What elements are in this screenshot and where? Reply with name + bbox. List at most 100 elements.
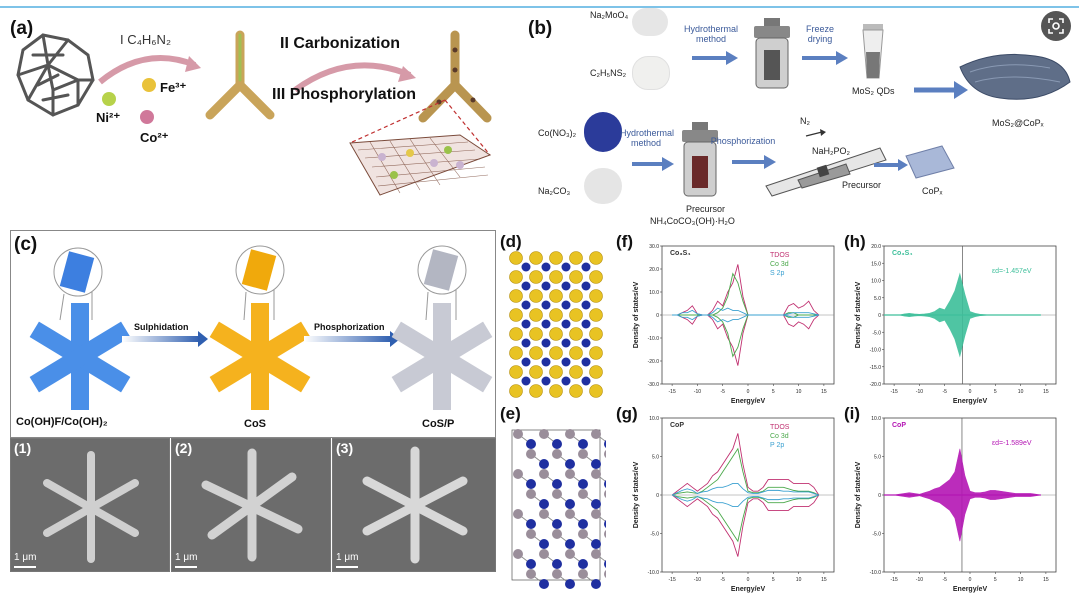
sulfur-atom [529,289,543,303]
x-tick-label: 0 [969,577,972,583]
arrow-b2-icon [802,51,848,65]
expand-icon [1048,18,1064,34]
cobalt-atom [561,300,571,310]
cobalt-atom [552,479,562,489]
hydrothermal-text-1: Hydrothermal method [683,24,739,44]
star-cosp-icon [391,245,493,410]
phosphorus-atom [526,529,536,539]
y-tick-label: 20.0 [649,267,659,273]
y-axis-label: Density of states/eV [855,461,862,528]
sulfur-atom [509,327,523,341]
x-tick-label: -15 [891,389,898,395]
cobalt-atom [541,281,551,291]
sulfur-atom [569,308,583,322]
cobalt-atom [591,539,601,549]
phosphorus-atom [539,509,549,519]
phosphorization-text-b: Phosphorization [710,136,776,146]
panel-e-label: (e) [500,404,521,423]
cop-cloth-icon [905,145,955,179]
sem-image-1 [10,438,170,572]
y-tick-label: 30.0 [649,244,659,250]
reagent-cono3: Co(NO₃)₂ [538,128,577,138]
x-tick-label: -5 [942,577,947,583]
sem-image-3 [332,438,496,572]
x-tick-label: 5 [772,389,775,395]
x-tick-label: -15 [669,389,676,395]
sulfur-atom [589,270,603,284]
x-tick-label: -10 [916,389,923,395]
panel-h-label: (h) [844,232,866,251]
x-tick-label: 15 [1043,389,1049,395]
tripod-product-icon [418,30,492,123]
panel-a-label: (a) [10,18,34,39]
x-tick-label: -15 [669,577,676,583]
cobalt-atom [591,499,601,509]
phosphorus-atom [539,429,549,439]
chart-f-legend-co3d: Co 3d [770,261,789,268]
sulfur-atom [549,289,563,303]
phosphorus-atom [591,429,601,439]
sulfur-atom [509,365,523,379]
chart-f-legend-s2p: S 2p [770,270,785,277]
sulfur-atom [569,289,583,303]
x-tick-label: 15 [821,389,827,395]
cobalt-atom [552,439,562,449]
y-tick-label: -30.0 [648,382,660,388]
sulfur-atom [569,270,583,284]
dos-series-up [671,483,819,496]
stage1-label: Co(OH)F/Co(OH)₂ [16,416,108,428]
sulfur-atom [529,384,543,398]
x-tick-label: -15 [891,577,898,583]
y-axis-label: Density of states/eV [633,281,640,348]
sem-star-3-icon [362,446,468,564]
sem-1-scale: 1 μm [14,552,37,563]
crystal-structure-co3s4 [509,251,603,398]
freeze-drying-text: Freeze drying [805,24,834,44]
y-tick-label: -20.0 [870,382,882,388]
y-tick-label: -10.0 [648,570,660,576]
cobalt-atom [521,319,531,329]
powder-na2moo4 [632,8,668,36]
top-rule [0,6,1079,8]
arrow-c2-line [304,336,392,342]
fe-ion-sphere [142,78,156,92]
sulfur-atom [509,308,523,322]
reagent-na2moo4: Na₂MoO₄ [590,10,629,20]
sulfur-atom [529,308,543,322]
phosphorus-atom [526,569,536,579]
phosphorus-atom [578,529,588,539]
cobalt-atom [591,459,601,469]
cobalt-atom [581,319,591,329]
cobalt-atom [541,357,551,367]
x-tick-label: -5 [942,389,947,395]
n2-flow-arrow-icon [805,129,826,137]
cobalt-atom [539,459,549,469]
chart-g-legend-p2p: P 2p [770,442,785,449]
y-tick-label: -10.0 [648,336,660,342]
star-cos-icon [209,245,311,410]
cobalt-atom [578,439,588,449]
y-tick-label: -10.0 [870,348,882,354]
x-axis-label: Energy/eV [953,586,988,593]
expand-image-button[interactable] [1041,11,1071,41]
x-tick-label: 15 [821,577,827,583]
phosphorus-atom [552,449,562,459]
cobalt-atom [604,480,606,488]
x-tick-label: 10 [796,577,802,583]
phosphorus-atom [513,469,523,479]
chart-g-legend-co3d: Co 3d [770,433,789,440]
nah2po2-label: NaH₂PO₂ [812,146,850,156]
fe-ion-label: Fe³⁺ [160,80,187,95]
x-tick-label: -10 [916,577,923,583]
cobalt-atom [561,338,571,348]
precursor-tube-label: Precursor [842,180,882,190]
cobalt-atom [581,281,591,291]
cobalt-atom [604,440,606,448]
crystal-structure-cop [511,429,606,589]
powder-na2co3 [584,168,622,204]
sem-star-1-icon [43,451,139,563]
sem-star-2-icon [201,448,303,562]
cobalt-atom [526,519,536,529]
co-ion-sphere [140,110,154,124]
